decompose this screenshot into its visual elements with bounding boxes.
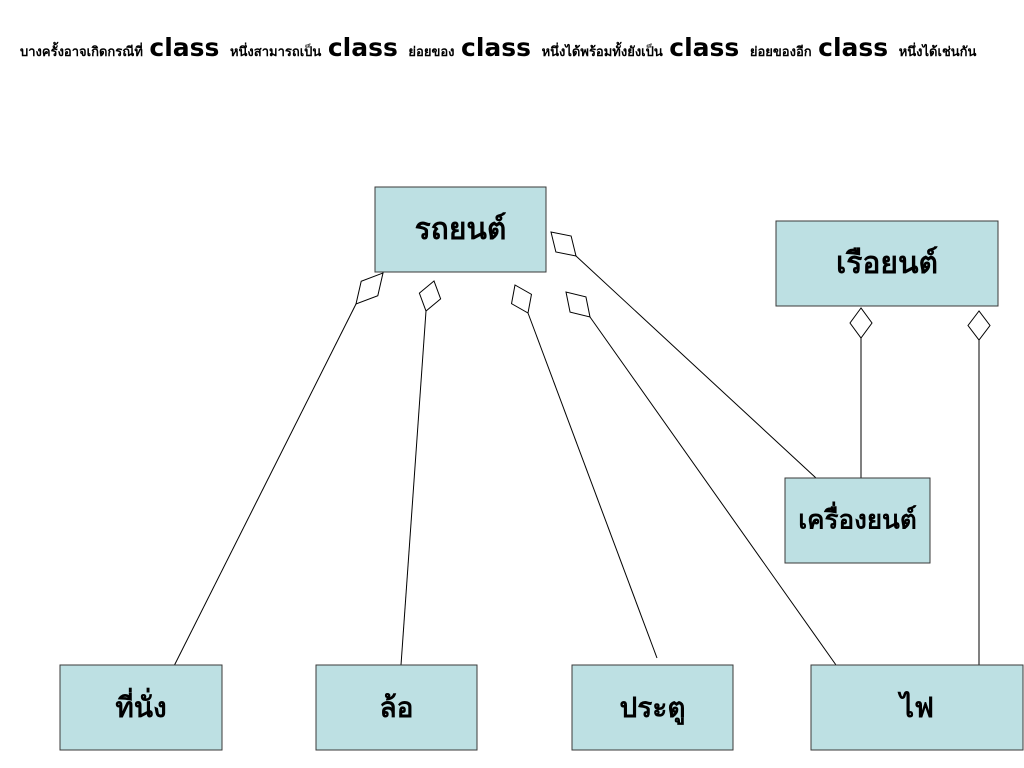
edge-car-engine xyxy=(550,231,817,479)
aggregation-line xyxy=(170,303,357,673)
aggregation-diamond xyxy=(967,310,991,341)
nodes-layer: รถยนต์เรือยนต์เครื่องยนต์ที่นั่ง ล้อ ประตู… xyxy=(59,186,1024,751)
node-label: ที่นั่ง xyxy=(115,687,166,724)
node-label: ล้อ xyxy=(380,691,414,724)
node-door: ประตู xyxy=(571,664,734,751)
node-box xyxy=(315,664,478,751)
node-label: ประตู xyxy=(619,691,685,725)
intro-keyword: class xyxy=(461,33,532,62)
node-box xyxy=(571,664,734,751)
node-wheel: ล้อ xyxy=(315,664,478,751)
node-box xyxy=(59,664,223,751)
edge-car-wheel xyxy=(400,280,442,666)
edge-boat-engine xyxy=(849,307,873,478)
aggregation-line xyxy=(589,316,837,666)
intro-segment: หนึ่งสามารถเป็น xyxy=(225,45,326,60)
intro-segment: บางครั้งอาจเกิดกรณีที่ xyxy=(20,45,148,60)
edge-boat-light xyxy=(967,310,991,665)
aggregation-diamond xyxy=(355,272,384,305)
aggregation-diamond xyxy=(550,231,577,257)
node-box xyxy=(374,186,547,273)
intro-segment: ย่อยของ xyxy=(403,45,460,60)
edges-layer xyxy=(170,231,991,673)
aggregation-diamond xyxy=(510,284,533,314)
intro-keyword: class xyxy=(327,33,398,62)
node-seat: ที่นั่ง xyxy=(59,664,223,751)
node-engine: เครื่องยนต์ xyxy=(784,477,931,564)
intro-text: บางครั้งอาจเกิดกรณีที่ class หนึ่งสามารถ… xyxy=(20,30,1000,71)
node-label: รถยนต์ xyxy=(415,212,507,247)
node-car: รถยนต์ xyxy=(374,186,547,273)
intro-segment: หนึ่งได้เช่นกัน xyxy=(894,45,977,60)
aggregation-diamond xyxy=(418,280,442,312)
edge-car-door xyxy=(510,284,658,659)
intro-keyword: class xyxy=(669,33,740,62)
intro-segment: ย่อยของอีก xyxy=(745,45,817,60)
node-label: เครื่องยนต์ xyxy=(798,501,916,536)
aggregation-line xyxy=(527,312,658,659)
edge-car-seat xyxy=(170,272,384,673)
edge-car-light xyxy=(565,291,837,666)
node-label: ไฟ xyxy=(897,691,934,724)
intro-keyword: class xyxy=(149,33,220,62)
aggregation-diamond xyxy=(565,291,591,318)
node-label: เรือยนต์ xyxy=(836,246,938,281)
intro-keyword: class xyxy=(818,33,889,62)
node-light: ไฟ xyxy=(810,664,1024,751)
node-boat: เรือยนต์ xyxy=(775,220,999,307)
aggregation-line xyxy=(400,310,427,666)
node-box xyxy=(775,220,999,307)
aggregation-line xyxy=(575,255,817,479)
intro-segment: หนึ่งได้พร้อมทั้งยังเป็น xyxy=(537,45,668,60)
node-box xyxy=(810,664,1024,751)
node-box xyxy=(784,477,931,564)
aggregation-diamond xyxy=(849,307,873,339)
